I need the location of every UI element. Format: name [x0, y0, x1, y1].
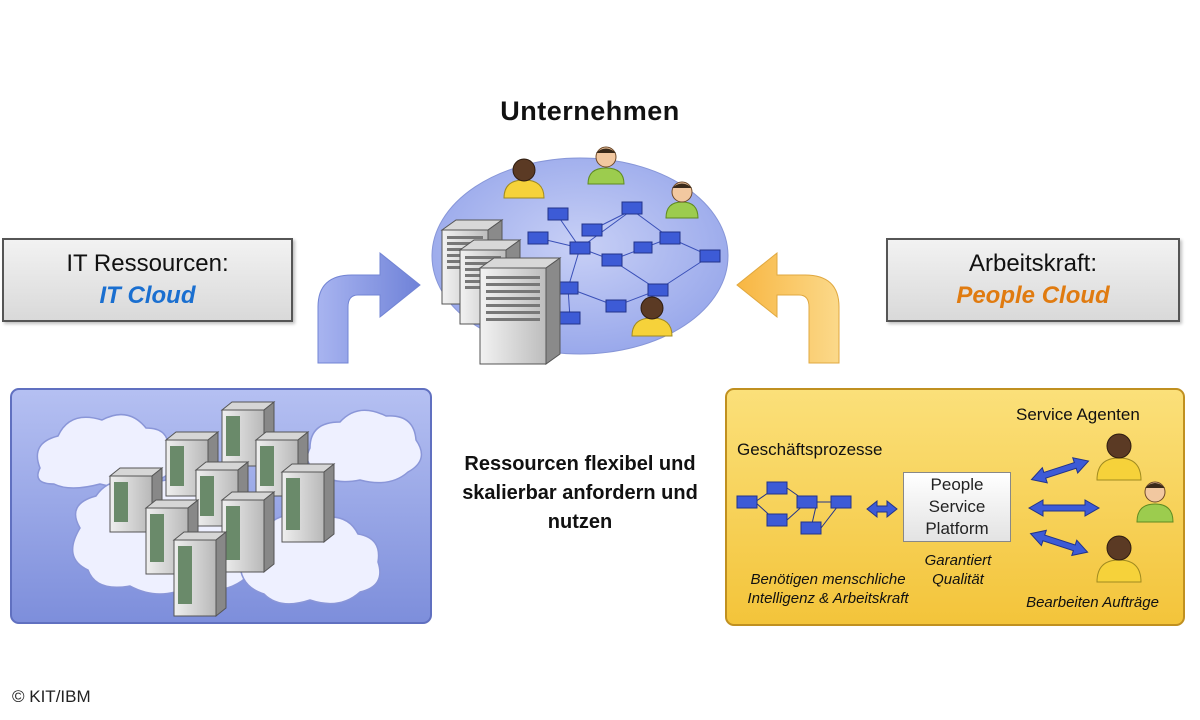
- guaranteed-quality-label: Garantiert Qualität: [918, 551, 998, 589]
- person-icon: [1096, 535, 1142, 583]
- people-service-platform-box: People Service Platform: [903, 472, 1011, 542]
- need-line: Intelligenz & Arbeitskraft: [747, 590, 909, 607]
- it-curved-arrow-icon: [317, 251, 421, 364]
- guarantee-line: Qualität: [932, 571, 984, 588]
- network-node-icon: [659, 231, 681, 245]
- person-icon: [631, 296, 673, 337]
- workforce-label: Arbeitskraft:: [968, 250, 1098, 277]
- it-cloud-panel: [10, 388, 432, 624]
- network-node-icon: [547, 207, 569, 221]
- network-node-icon: [605, 299, 627, 313]
- person-icon: [665, 181, 699, 219]
- center-description-line: skalierbar anfordern und: [462, 482, 698, 504]
- workforce-box: Arbeitskraft: People Cloud: [886, 238, 1180, 322]
- server-stack-icon: [440, 219, 562, 365]
- network-node-icon: [559, 311, 581, 325]
- network-node-icon: [557, 281, 579, 295]
- service-agents-label: Service Agenten: [1016, 405, 1140, 424]
- network-node-icon: [633, 241, 653, 254]
- center-description: Ressourcen flexibel und skalierbar anfor…: [430, 450, 730, 537]
- process-flow-icon: [736, 481, 852, 535]
- center-description-line: nutzen: [547, 511, 613, 533]
- network-node-icon: [621, 201, 643, 215]
- network-node-icon: [569, 241, 591, 255]
- it-cloud-label: IT Cloud: [99, 282, 196, 309]
- guarantee-line: Garantiert: [924, 552, 992, 569]
- platform-line: Platform: [925, 519, 989, 538]
- people-curved-arrow-icon: [736, 251, 840, 364]
- need-human-intelligence-label: Benötigen menschliche Intelligenz & Arbe…: [728, 570, 928, 608]
- center-description-line: Ressourcen flexibel und: [464, 453, 696, 475]
- network-node-icon: [581, 223, 603, 237]
- server-cluster-icon: [108, 400, 336, 618]
- double-arrow-icon: [1027, 457, 1101, 557]
- double-arrow-icon: [866, 499, 898, 519]
- network-node-icon: [699, 249, 721, 263]
- platform-line: People: [930, 475, 984, 494]
- enterprise-network-diagram: [431, 146, 729, 365]
- network-node-icon: [647, 283, 669, 297]
- person-icon: [503, 158, 545, 199]
- person-icon: [1136, 481, 1174, 523]
- copyright-label: © KIT/IBM: [12, 687, 91, 706]
- need-line: Benötigen menschliche: [750, 571, 906, 588]
- network-node-icon: [601, 253, 623, 267]
- it-resources-box: IT Ressourcen: IT Cloud: [2, 238, 293, 322]
- network-node-icon: [527, 231, 549, 245]
- process-tasks-label: Bearbeiten Aufträge: [1026, 594, 1159, 611]
- platform-line: Service: [928, 497, 986, 516]
- business-processes-label: Geschäftsprozesse: [737, 440, 883, 459]
- diagram-title: Unternehmen: [500, 96, 680, 126]
- people-cloud-label: People Cloud: [956, 282, 1110, 309]
- person-icon: [1096, 433, 1142, 481]
- it-resources-label: IT Ressourcen:: [66, 250, 229, 277]
- person-icon: [587, 146, 625, 185]
